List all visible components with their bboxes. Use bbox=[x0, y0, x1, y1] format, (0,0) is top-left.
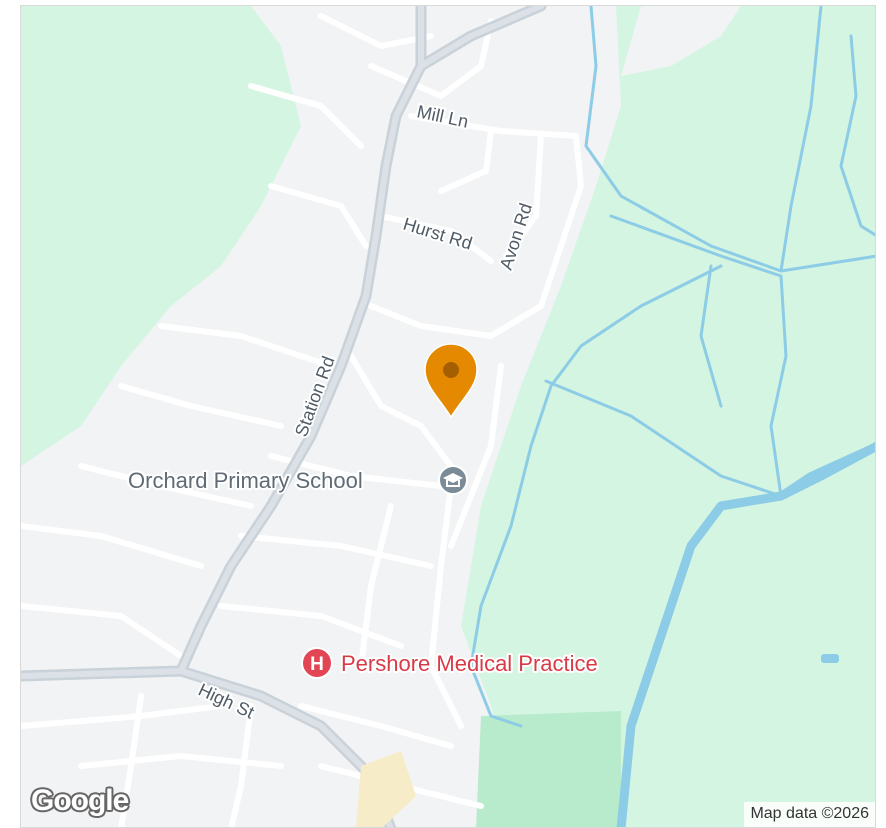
hospital-icon[interactable] bbox=[301, 647, 333, 679]
map-pin-center bbox=[443, 362, 459, 378]
hospital-icon-glyph: H bbox=[310, 654, 324, 675]
map-canvas[interactable]: Mill Ln Hurst Rd Avon Rd Station Rd High… bbox=[21, 6, 876, 828]
water-streams bbox=[469, 6, 875, 827]
map-attribution[interactable]: Map data ©2026 bbox=[744, 802, 875, 827]
poi-medical-label[interactable]: Pershore Medical Practice bbox=[339, 649, 600, 678]
land-area-ne bbox=[621, 6, 741, 76]
map-container[interactable]: Mill Ln Hurst Rd Avon Rd Station Rd High… bbox=[20, 5, 876, 828]
minor-roads bbox=[21, 13, 584, 827]
location-marker[interactable] bbox=[424, 343, 478, 419]
map-pin-icon[interactable] bbox=[424, 343, 478, 419]
poi-school-label[interactable]: Orchard Primary School bbox=[126, 466, 365, 495]
poi-medical[interactable]: H Pershore Medical Practice bbox=[301, 647, 600, 679]
park-area-east bbox=[461, 6, 875, 827]
poi-school[interactable]: Orchard Primary School bbox=[126, 465, 468, 495]
commercial-area bbox=[356, 751, 416, 827]
park-area-south bbox=[476, 711, 621, 827]
park-area-west bbox=[21, 6, 301, 466]
google-logo: Google bbox=[31, 784, 129, 817]
